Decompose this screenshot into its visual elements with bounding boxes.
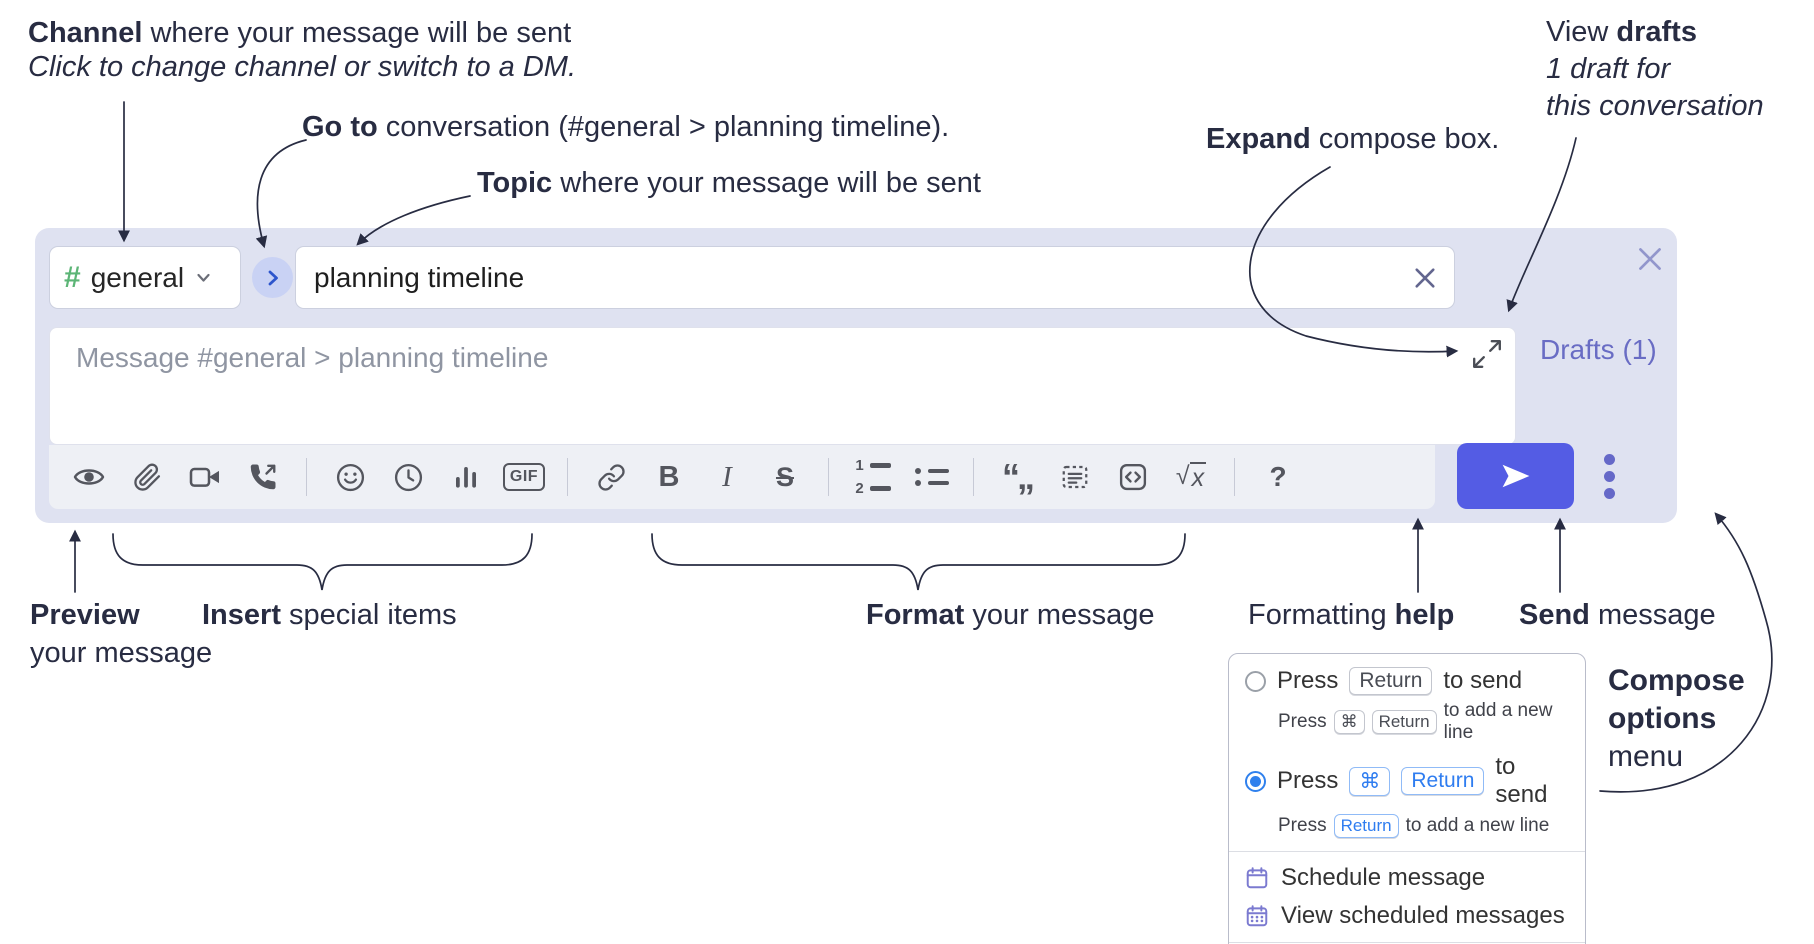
annotation-go-to: Go to conversation (#general > planning …: [302, 111, 950, 143]
chevron-right-icon: [268, 270, 278, 285]
option-cmd-return-to-send[interactable]: Press ⌘ Return to send: [1229, 750, 1585, 812]
calendar-dots-icon: [1246, 905, 1268, 927]
annotation-channel: Channel where your message will be sent …: [28, 17, 577, 83]
key-return: Return: [1371, 710, 1437, 734]
expand-icon: [1473, 340, 1501, 368]
toolbar-divider: [306, 458, 307, 496]
annotation-topic: Topic where your message will be sent: [477, 167, 981, 199]
code-icon: [1119, 463, 1147, 491]
audio-call-button[interactable]: [237, 454, 289, 500]
topic-input-wrap: [295, 246, 1455, 309]
poll-button[interactable]: [440, 454, 492, 500]
calendar-icon: [1246, 867, 1268, 889]
italic-icon: I: [722, 460, 732, 493]
video-camera-icon: [189, 467, 219, 487]
phone-call-icon: [250, 464, 276, 490]
option-cmd-return-subtext: Press Return to add a new line: [1278, 814, 1550, 838]
quote-icon: “„: [1002, 456, 1035, 497]
radio-unselected-icon[interactable]: [1245, 670, 1266, 692]
video-call-button[interactable]: [179, 454, 231, 500]
math-icon: √x: [1175, 461, 1207, 492]
menu-item-schedule-message[interactable]: Schedule message: [1229, 859, 1585, 897]
smiley-icon: [336, 463, 364, 491]
annotation-compose-options: Compose options menu: [1608, 664, 1745, 773]
numbered-list-icon: 1 2: [853, 457, 891, 497]
compose-toolbar: GIF B I S 1 2: [49, 445, 1435, 509]
key-return: Return: [1349, 667, 1433, 695]
numbered-list-button[interactable]: 1 2: [846, 454, 898, 500]
go-to-conversation-button[interactable]: [252, 257, 293, 298]
compose-options-button[interactable]: [1587, 446, 1631, 506]
key-cmd: ⌘: [1349, 766, 1391, 796]
gif-button[interactable]: GIF: [498, 454, 550, 500]
channel-hash-icon: #: [64, 260, 81, 294]
clear-topic-button[interactable]: [1396, 265, 1454, 291]
gif-icon: GIF: [502, 463, 546, 491]
bold-icon: B: [658, 460, 680, 493]
bulleted-list-button[interactable]: [904, 454, 956, 500]
send-button[interactable]: [1457, 443, 1574, 509]
channel-name: general: [90, 261, 185, 293]
toolbar-divider: [1234, 458, 1235, 496]
toolbar-divider: [973, 458, 974, 496]
quote-button[interactable]: “„: [991, 454, 1043, 500]
eye-icon: [73, 469, 105, 485]
bulleted-list-icon: [911, 468, 949, 486]
toolbar-divider: [567, 458, 568, 496]
close-icon: [1639, 248, 1661, 270]
message-input-wrap: [49, 327, 1516, 445]
menu-item-view-scheduled-messages[interactable]: View scheduled messages: [1229, 897, 1585, 935]
channel-selector[interactable]: # general: [49, 246, 241, 309]
strikethrough-icon: S: [775, 461, 794, 492]
compose-box: # general: [35, 228, 1677, 523]
link-icon: [597, 463, 625, 491]
x-icon: [1415, 267, 1435, 288]
annotation-send: Send message: [1519, 599, 1716, 631]
annotation-expand: Expand compose box.: [1206, 123, 1500, 155]
menu-divider: [1229, 851, 1585, 852]
toolbar-divider: [828, 458, 829, 496]
option-return-subtext: Press ⌘ Return to add a new line: [1278, 700, 1553, 743]
link-button[interactable]: [585, 454, 637, 500]
formatting-help-button[interactable]: ?: [1252, 454, 1304, 500]
math-button[interactable]: √x: [1165, 454, 1217, 500]
brace-insert: [112, 533, 533, 591]
dots-vertical-icon: [1603, 453, 1615, 465]
attach-file-button[interactable]: [121, 454, 173, 500]
compose-options-menu: Press Return to send Press ⌘ Return to a…: [1228, 653, 1586, 944]
menu-divider: [1229, 942, 1585, 943]
annotation-format: Format your message: [866, 599, 1155, 631]
spoiler-icon: [1062, 465, 1088, 489]
annotation-view-drafts: View drafts 1 draft for this conversatio…: [1546, 16, 1764, 122]
annotation-formatting-help: Formatting help: [1248, 599, 1455, 631]
global-time-button[interactable]: [382, 454, 434, 500]
expand-compose-button[interactable]: [1471, 336, 1507, 372]
spoiler-button[interactable]: [1049, 454, 1101, 500]
brace-format: [651, 533, 1186, 591]
radio-selected-icon[interactable]: [1245, 770, 1266, 792]
close-compose-button[interactable]: [1629, 238, 1671, 280]
message-input[interactable]: [50, 328, 1515, 444]
bar-chart-icon: [456, 467, 476, 488]
chevron-down-icon: [197, 273, 210, 282]
clock-icon: [394, 463, 422, 491]
annotation-insert: Insert special items: [202, 599, 457, 631]
emoji-button[interactable]: [324, 454, 376, 500]
bold-button[interactable]: B: [643, 454, 695, 500]
key-cmd: ⌘: [1333, 710, 1365, 734]
option-return-to-send[interactable]: Press Return to send: [1229, 664, 1585, 698]
question-mark-icon: ?: [1269, 461, 1287, 492]
strikethrough-button[interactable]: S: [759, 454, 811, 500]
topic-input[interactable]: [296, 261, 1396, 294]
preview-button[interactable]: [63, 454, 115, 500]
key-return: Return: [1401, 767, 1485, 795]
send-icon: [1502, 464, 1529, 488]
code-button[interactable]: [1107, 454, 1159, 500]
drafts-link[interactable]: Drafts (1): [1540, 334, 1657, 365]
italic-button[interactable]: I: [701, 454, 753, 500]
paperclip-icon: [133, 463, 160, 491]
key-return: Return: [1333, 814, 1399, 838]
annotation-preview: Preview your message: [30, 599, 213, 669]
